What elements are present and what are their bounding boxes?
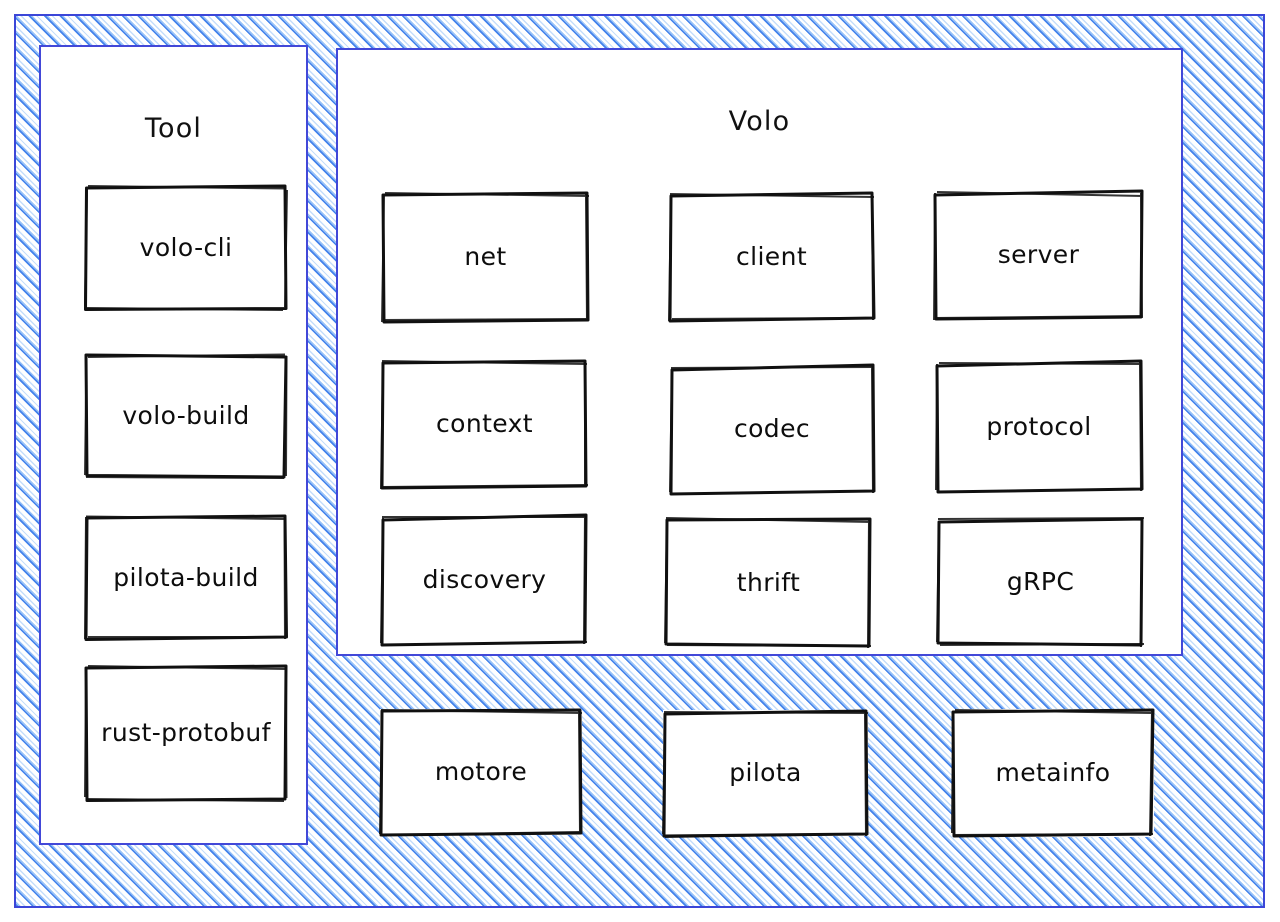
node-metainfo[interactable]: metainfo bbox=[950, 707, 1156, 839]
node-net[interactable]: net bbox=[380, 190, 591, 324]
node-fill bbox=[380, 709, 582, 835]
node-label: metainfo bbox=[995, 758, 1111, 787]
node-thrift[interactable]: thrift bbox=[663, 515, 874, 650]
node-label: pilota-build bbox=[113, 562, 259, 592]
node-fill bbox=[665, 517, 872, 648]
sketch-border bbox=[84, 184, 288, 311]
sketch-border bbox=[935, 359, 1144, 494]
node-fill bbox=[85, 353, 287, 478]
node-fill bbox=[85, 185, 287, 310]
group-tool-title: Tool bbox=[144, 113, 203, 144]
node-fill bbox=[85, 515, 287, 640]
node-fill bbox=[382, 192, 589, 322]
node-pilota-build[interactable]: pilota-build bbox=[83, 513, 289, 642]
node-label: client bbox=[735, 241, 808, 271]
node-fill bbox=[381, 514, 588, 645]
sketch-border bbox=[380, 359, 589, 490]
node-label: thrift bbox=[736, 567, 801, 597]
node-label: gRPC bbox=[1006, 566, 1075, 596]
node-fill bbox=[669, 192, 874, 321]
sketch-border bbox=[933, 189, 1144, 321]
sketch-border bbox=[381, 191, 590, 324]
sketch-border bbox=[951, 708, 1155, 838]
sketch-border bbox=[84, 353, 288, 479]
node-client[interactable]: client bbox=[667, 190, 876, 323]
sketch-border bbox=[662, 709, 869, 838]
node-discovery[interactable]: discovery bbox=[379, 512, 590, 647]
node-fill bbox=[937, 516, 1144, 647]
node-fill bbox=[663, 710, 868, 836]
node-label: motore bbox=[434, 757, 528, 786]
sketch-border bbox=[668, 191, 876, 323]
node-volo-build[interactable]: volo-build bbox=[83, 351, 289, 480]
node-pilota[interactable]: pilota bbox=[661, 708, 870, 838]
node-fill bbox=[952, 709, 1154, 837]
node-label: context bbox=[435, 409, 534, 438]
node-volo-cli[interactable]: volo-cli bbox=[83, 183, 289, 312]
node-label: pilota bbox=[729, 758, 802, 787]
node-fill bbox=[670, 364, 874, 494]
node-label: discovery bbox=[422, 564, 547, 594]
sketch-border bbox=[664, 517, 872, 649]
sketch-border bbox=[380, 513, 588, 647]
node-label: volo-cli bbox=[139, 232, 233, 262]
node-codec[interactable]: codec bbox=[668, 362, 876, 496]
node-label: volo-build bbox=[122, 400, 250, 430]
node-grpc[interactable]: gRPC bbox=[935, 514, 1146, 649]
node-fill bbox=[934, 190, 1143, 319]
node-motore[interactable]: motore bbox=[378, 707, 584, 837]
node-label: rust-protobuf bbox=[101, 718, 271, 747]
sketch-border bbox=[669, 363, 876, 496]
node-label: net bbox=[464, 242, 507, 271]
node-protocol[interactable]: protocol bbox=[934, 358, 1144, 495]
sketch-border bbox=[84, 664, 288, 802]
node-context[interactable]: context bbox=[379, 358, 590, 490]
node-fill bbox=[85, 665, 287, 801]
sketch-border bbox=[936, 517, 1145, 648]
node-rust-protobuf[interactable]: rust-protobuf bbox=[83, 663, 289, 803]
node-label: codec bbox=[733, 414, 811, 443]
group-volo-title: Volo bbox=[728, 106, 791, 137]
node-fill bbox=[936, 360, 1142, 493]
node-label: server bbox=[997, 239, 1080, 269]
sketch-border bbox=[379, 708, 583, 837]
sketch-border bbox=[84, 514, 288, 641]
node-label: protocol bbox=[986, 411, 1092, 441]
node-fill bbox=[381, 360, 588, 488]
node-server[interactable]: server bbox=[932, 188, 1145, 321]
